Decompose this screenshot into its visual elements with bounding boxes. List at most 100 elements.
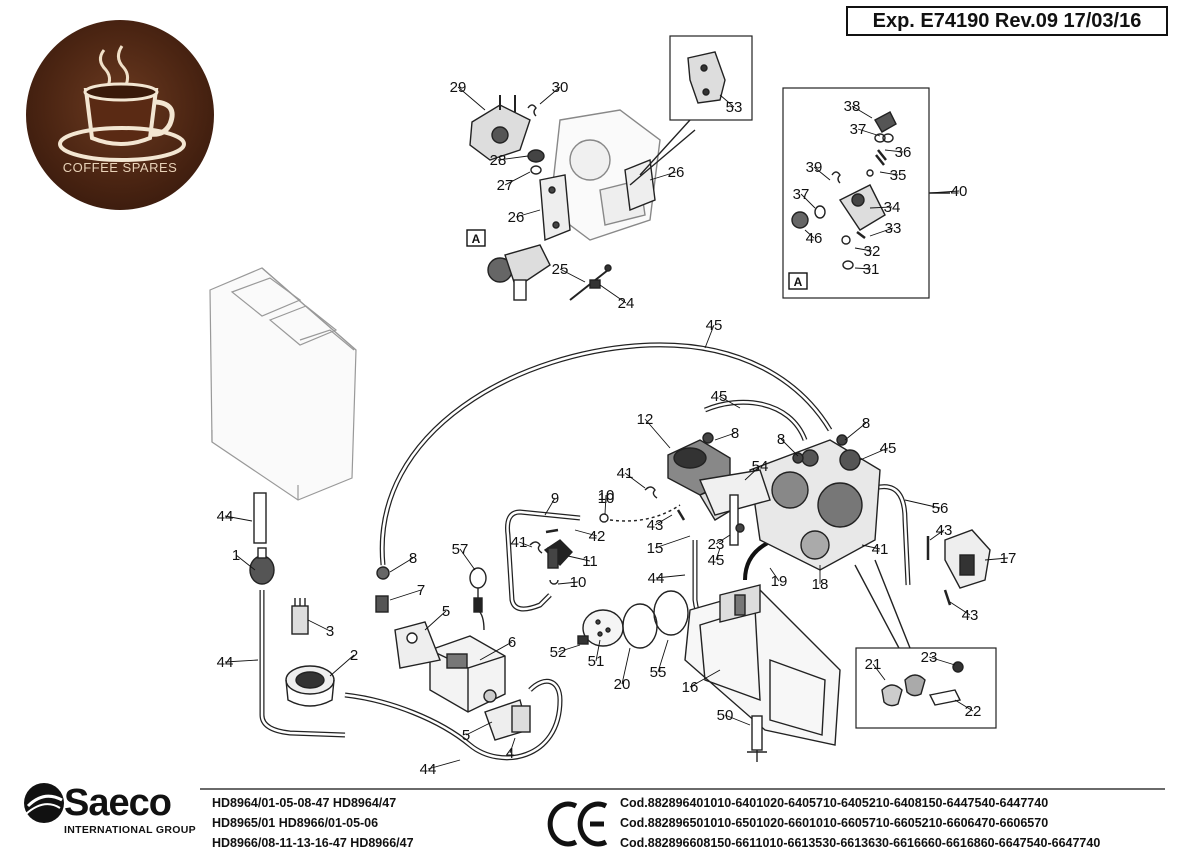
leader-line	[928, 656, 956, 666]
part-number-label: 56	[932, 500, 949, 517]
leader-line	[649, 171, 677, 181]
tube-44-vertical	[253, 492, 267, 544]
part-number-label: 9	[551, 490, 559, 507]
model-line-1: HD8964/01-05-08-47 HD8964/47	[212, 796, 397, 810]
part-number-label: 37	[793, 186, 810, 203]
fitting-8-b	[792, 452, 804, 464]
leader-line	[719, 94, 735, 108]
leader-line	[224, 659, 259, 663]
leader-line	[929, 529, 945, 541]
part-number-label: 53	[726, 99, 743, 116]
leader-line	[929, 190, 960, 194]
part-number-label: 5	[442, 603, 450, 620]
boiler-assembly	[749, 439, 881, 571]
valve-detail-A	[487, 244, 551, 301]
leader-line	[539, 86, 561, 105]
flowmeter-2	[285, 665, 335, 707]
screw-52	[577, 635, 589, 645]
leader-line	[655, 574, 686, 579]
leader-line	[854, 247, 873, 252]
model-line-3: HD8966/08-11-13-16-47 HD8966/47	[212, 836, 414, 850]
steam-valve-11	[543, 539, 573, 569]
leader-line	[518, 541, 533, 548]
gasket-55	[653, 590, 689, 636]
code-line-1: Cod.882896401010-6401020-6405710-6405210…	[620, 796, 1049, 810]
leader-line	[851, 105, 873, 119]
pin-50	[747, 715, 767, 762]
pump-6	[429, 635, 506, 713]
leader-line	[904, 499, 941, 509]
leader-line	[504, 171, 531, 186]
leader-line	[621, 647, 631, 685]
cover-26-right	[624, 159, 656, 211]
part-number-label: 44	[217, 654, 234, 671]
clip-10	[599, 513, 609, 523]
manifold-54	[699, 469, 771, 516]
thermal-fuse-57	[469, 567, 487, 631]
fitting-7	[375, 595, 389, 613]
leader-line	[884, 149, 904, 153]
part-number-label: 50	[717, 707, 734, 724]
detail-box-21-23	[855, 647, 997, 729]
part-number-label: 8	[731, 425, 739, 442]
leader-line	[857, 128, 881, 137]
part-number-label: 43	[647, 517, 664, 534]
part-number-label: 10	[598, 490, 615, 507]
part-number-label: 45	[708, 552, 725, 569]
leader-line	[879, 171, 899, 176]
leader-line	[869, 227, 894, 237]
part-number-label: 44	[648, 570, 665, 587]
gasket-20	[622, 603, 658, 649]
saeco-brand-name: Saeco	[64, 782, 172, 824]
leader-line	[224, 515, 253, 522]
part-number-label: 21	[865, 656, 882, 673]
cover-26-left	[539, 174, 571, 242]
part-number-label: 32	[864, 243, 881, 260]
leader-line	[509, 737, 516, 754]
part-number-label: 29	[450, 79, 467, 96]
part-number-label: 24	[618, 295, 635, 312]
leader-line	[704, 324, 715, 349]
leader-line	[804, 229, 815, 239]
part-number-label: 8	[862, 415, 870, 432]
leader-line	[724, 714, 751, 726]
part-number-label: 40	[951, 183, 968, 200]
part-number-label: 8	[409, 550, 417, 567]
part-number-label: 18	[812, 576, 829, 593]
leader-line	[465, 721, 493, 736]
leader-line	[715, 534, 731, 545]
leader-line	[954, 699, 974, 712]
leader-line	[567, 555, 591, 562]
model-line-2: HD8965/01 HD8966/01-05-06	[212, 816, 379, 830]
check-valve-1	[249, 547, 275, 585]
part-number-label: 31	[863, 261, 880, 278]
connector-3	[291, 598, 309, 635]
part-number-label: 44	[217, 508, 234, 525]
leader-line	[544, 497, 556, 516]
pump-support-5-lower	[484, 699, 531, 741]
part-number-label: 17	[1000, 550, 1017, 567]
leader-line	[657, 639, 669, 673]
part-number-label: 33	[885, 220, 902, 237]
part-number-label: 57	[452, 541, 469, 558]
leader-line	[715, 547, 721, 561]
part-number-label: 41	[872, 541, 889, 558]
spring-28	[527, 149, 545, 163]
leader-line	[595, 639, 601, 662]
part-number-label: 39	[806, 159, 823, 176]
part-number-label: 4	[506, 745, 514, 762]
part-number-label: 45	[880, 440, 897, 457]
part-number-label: 3	[326, 623, 334, 640]
valve-29	[469, 95, 531, 161]
part-number-label: 38	[844, 98, 861, 115]
steam-valve-assembly-40	[791, 111, 897, 270]
part-number-label: 5	[462, 727, 470, 744]
part-number-label: 44	[420, 761, 437, 778]
part-number-label: 30	[552, 79, 569, 96]
leader-line	[854, 267, 872, 270]
leader-line	[644, 418, 671, 449]
part-number-label: 41	[617, 465, 634, 482]
part-number-label: 51	[588, 653, 605, 670]
leader-line	[574, 529, 598, 537]
